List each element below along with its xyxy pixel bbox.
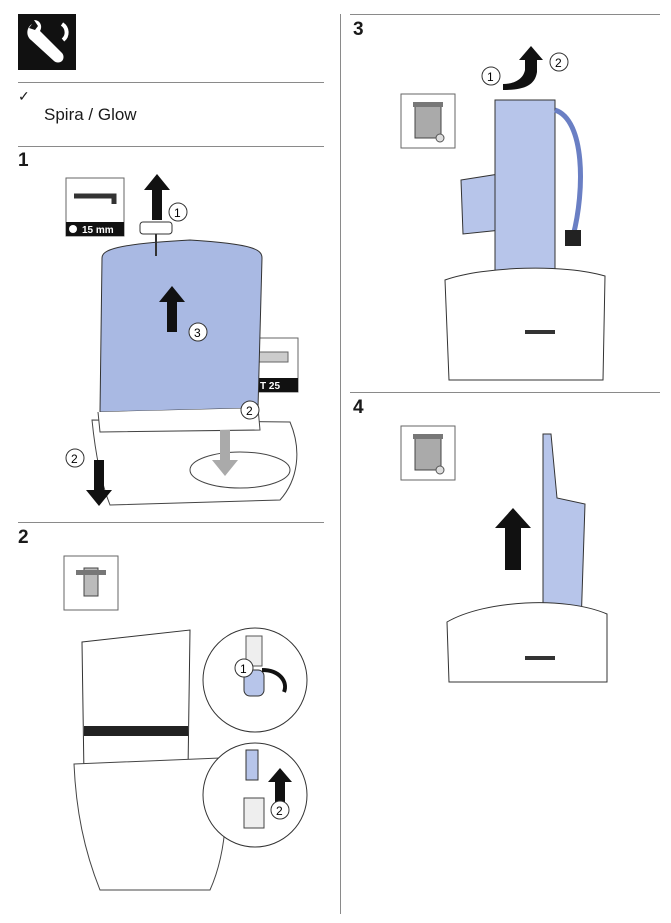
model-text: Spira / Glow [44, 105, 137, 124]
callout-2-left [65, 448, 85, 468]
step2-illustration: 1 2 [63, 555, 308, 891]
torx-size-label: T 25 [260, 381, 280, 392]
callout-2-left-label: 2 [71, 452, 78, 466]
callout-2-2 [270, 800, 290, 820]
step3-illustration: 1 2 [400, 46, 606, 381]
recycle-bin-icon-4 [400, 425, 456, 481]
release-arrow-2-right [212, 430, 238, 476]
rotate-arrow-1 [261, 668, 287, 693]
column-divider [340, 14, 341, 914]
overflow-pipe-part [542, 433, 586, 631]
valve-detail-bottom [202, 742, 308, 848]
toilet-bowl-2 [73, 757, 227, 891]
callout-3-1-label: 1 [487, 70, 494, 84]
wrench-icon [27, 20, 69, 63]
callout-2-right [240, 400, 260, 420]
callout-2-1 [234, 658, 254, 678]
cistern-cover [99, 239, 263, 413]
cistern-tank [81, 629, 191, 777]
step-number-1: 1 [18, 150, 29, 171]
callout-3-2 [549, 52, 569, 72]
header-divider [18, 82, 324, 83]
recycle-bin-icon [400, 93, 456, 149]
step4-illustration [400, 425, 608, 683]
lift-arrow-3 [159, 286, 185, 332]
callout-1-label: 1 [174, 206, 181, 220]
hex-size-icon [69, 225, 77, 233]
step-number-2: 2 [18, 527, 29, 548]
step3-divider [350, 14, 660, 15]
callout-2-2-label: 2 [276, 804, 283, 818]
cistern-tank-4 [446, 602, 608, 683]
float-hose [553, 107, 583, 237]
callout-1 [168, 202, 188, 222]
release-arrow-2-left [86, 460, 112, 506]
callout-2-1-label: 1 [240, 662, 247, 676]
wrench-icon-box [18, 14, 76, 70]
callout-3 [188, 322, 208, 342]
step1-illustration: 15 mm T 25 1 2 2 3 [65, 174, 299, 506]
step1-divider [18, 146, 324, 147]
cistern-tank-3 [444, 267, 606, 381]
step2-divider [18, 522, 324, 523]
lift-arrow-4 [495, 508, 531, 570]
flush-button-part [139, 221, 173, 235]
callout-3-label: 3 [194, 326, 201, 340]
callout-3-1 [481, 66, 501, 86]
callout-2-right-label: 2 [246, 404, 253, 418]
push-arrow-2 [268, 768, 292, 802]
lift-arrow-1 [144, 174, 170, 220]
step4-divider [350, 392, 660, 393]
hex-size-label: 15 mm [82, 225, 114, 236]
step-number-3: 3 [353, 19, 364, 40]
lift-turn-arrow [503, 46, 543, 90]
valve-icon-box [63, 555, 119, 611]
step-number-4: 4 [353, 397, 364, 418]
check-mark: ✓ [18, 88, 30, 104]
callout-3-2-label: 2 [555, 56, 562, 70]
